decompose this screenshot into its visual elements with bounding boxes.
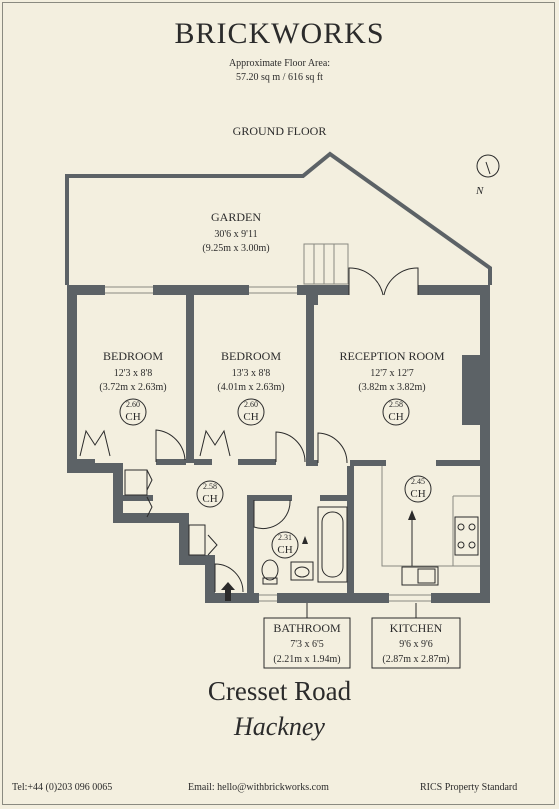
bedroom1-metric: (3.72m x 2.63m) — [99, 382, 166, 393]
bedroom2-imperial: 13'3 x 8'8 — [232, 368, 271, 379]
garden-imperial: 30'6 x 9'11 — [214, 229, 257, 240]
footer-phone[interactable]: Tel:+44 (0)203 096 0065 — [12, 782, 113, 793]
bedroom1-imperial: 12'3 x 8'8 — [114, 368, 153, 379]
hob — [454, 516, 479, 556]
svg-text:CH: CH — [202, 493, 217, 505]
svg-text:2.60: 2.60 — [244, 400, 258, 409]
wardrobe-doors — [79, 429, 231, 556]
footer-standard: RICS Property Standard — [420, 782, 518, 793]
reception-name: RECEPTION ROOM — [339, 349, 444, 363]
garden-name: GARDEN — [211, 210, 261, 224]
bathroom-metric: (2.21m x 1.94m) — [273, 654, 340, 665]
bathroom-ceiling-marker: 2.31 CH — [271, 531, 299, 559]
kitchen-fixtures — [381, 466, 480, 586]
entrance-arrow-icon — [221, 582, 235, 601]
garden-boundary — [65, 151, 492, 285]
bedroom1-name: BEDROOM — [103, 349, 163, 363]
windows — [105, 286, 431, 602]
svg-text:2.60: 2.60 — [126, 400, 140, 409]
bedroom2-ceiling-marker: 2.60 CH — [237, 398, 265, 426]
bedroom2-name: BEDROOM — [221, 349, 281, 363]
bathroom-fixtures — [261, 506, 348, 585]
svg-text:CH: CH — [125, 411, 140, 423]
garden-doors — [348, 267, 419, 296]
svg-text:2.45: 2.45 — [411, 477, 425, 486]
bedroom1-ceiling-marker: 2.60 CH — [119, 398, 147, 426]
bedroom2-metric: (4.01m x 2.63m) — [217, 382, 284, 393]
garden-metric: (9.25m x 3.00m) — [202, 243, 269, 254]
svg-text:2.58: 2.58 — [203, 482, 217, 491]
svg-text:CH: CH — [388, 411, 403, 423]
kitchen-imperial: 9'6 x 9'6 — [399, 639, 433, 650]
label-boxes — [263, 603, 461, 669]
reception-ceiling-marker: 2.58 CH — [382, 398, 410, 426]
bathtub — [317, 506, 348, 583]
floor-area-value: 57.20 sq m / 616 sq ft — [236, 72, 323, 83]
reception-metric: (3.82m x 3.82m) — [358, 382, 425, 393]
garden-steps — [303, 243, 349, 285]
property-street: Cresset Road — [207, 676, 352, 706]
footer-email[interactable]: Email: hello@withbrickworks.com — [188, 782, 329, 793]
walls — [67, 285, 490, 603]
compass-north-label: N — [475, 185, 484, 197]
ceiling-arrows — [302, 510, 416, 566]
svg-text:CH: CH — [277, 544, 292, 556]
basin — [290, 561, 314, 581]
brand-logo: BRICKWORKS — [174, 17, 385, 50]
interior-doors — [155, 429, 348, 593]
sink — [401, 566, 439, 586]
floor-label: GROUND FLOOR — [232, 124, 327, 138]
floor-area-label: Approximate Floor Area: — [228, 58, 331, 69]
hall-ceiling-marker: 2.58 CH — [196, 480, 224, 508]
svg-text:CH: CH — [410, 488, 425, 500]
bathroom-imperial: 7'3 x 6'5 — [290, 639, 324, 650]
kitchen-metric: (2.87m x 2.87m) — [382, 654, 449, 665]
kitchen-name: KITCHEN — [390, 621, 443, 635]
svg-text:2.31: 2.31 — [278, 533, 292, 542]
property-area: Hackney — [234, 712, 325, 741]
toilet — [261, 559, 279, 581]
reception-imperial: 12'7 x 12'7 — [370, 368, 414, 379]
kitchen-ceiling-marker: 2.45 CH — [404, 475, 432, 503]
bathroom-name: BATHROOM — [273, 621, 341, 635]
svg-text:2.58: 2.58 — [389, 400, 403, 409]
svg-text:CH: CH — [243, 411, 258, 423]
compass-icon — [476, 154, 500, 178]
